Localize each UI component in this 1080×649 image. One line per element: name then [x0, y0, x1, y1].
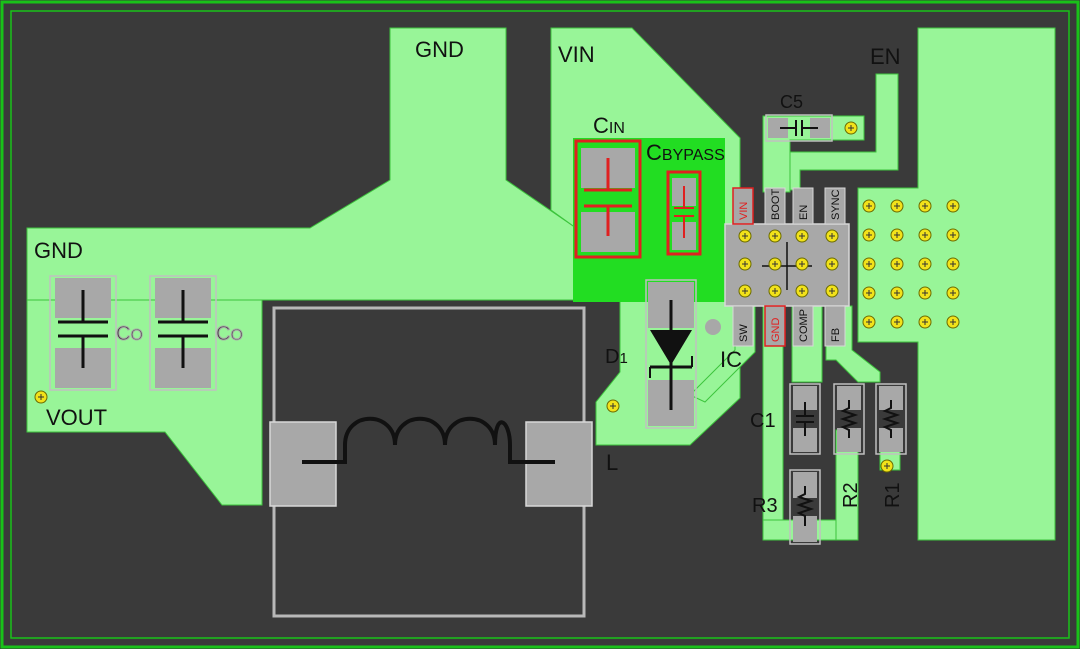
ic-pin-en: [792, 187, 814, 225]
via-crosshair: [894, 261, 900, 267]
gnd-right-pour: [857, 27, 1056, 541]
via-crosshair: [950, 261, 956, 267]
ic-label: IC: [720, 347, 742, 372]
r3-label: R3: [752, 495, 778, 517]
via-crosshair: [772, 233, 778, 239]
c5-label: C5: [780, 92, 803, 112]
ic-pin-label-sw: SW: [738, 324, 750, 342]
net-label-gnd-left: GND: [34, 238, 83, 263]
via-crosshair: [742, 233, 748, 239]
net-label-vin: VIN: [558, 42, 595, 67]
net-label-vout: VOUT: [46, 405, 107, 430]
r2-label: R2: [840, 482, 862, 508]
via-crosshair: [922, 319, 928, 325]
co1-label: CO: [116, 323, 143, 345]
via-crosshair: [829, 233, 835, 239]
via-crosshair: [866, 261, 872, 267]
r2-resistor: [833, 383, 865, 455]
via-crosshair: [799, 261, 805, 267]
cbypass-capacitor: [666, 170, 702, 256]
cbypass-label: CBYPASS: [646, 140, 725, 165]
l-label: L: [606, 450, 618, 475]
thermal-vias: [34, 121, 960, 473]
r1-resistor: [875, 383, 907, 455]
net-label-gnd-top: GND: [415, 37, 464, 62]
via-crosshair: [922, 261, 928, 267]
co-capacitor-1: [49, 275, 117, 391]
ic-pin-label-comp: COMP: [798, 309, 810, 342]
via-crosshair: [950, 319, 956, 325]
cin-label: CIN: [593, 113, 625, 138]
c1-capacitor: [789, 383, 821, 455]
via-crosshair: [950, 290, 956, 296]
via-crosshair: [772, 261, 778, 267]
via-crosshair: [884, 463, 890, 469]
c5-boot-trace: [762, 115, 865, 193]
inductor-symbol: [302, 416, 555, 464]
ic-pin-label-fb: FB: [830, 328, 842, 342]
via-crosshair: [866, 319, 872, 325]
via-crosshair: [610, 403, 616, 409]
via-crosshair: [866, 203, 872, 209]
cin-capacitor: [574, 139, 642, 259]
co-capacitor-2: [149, 275, 217, 391]
via-crosshair: [829, 288, 835, 294]
gnd-copper-pour: [26, 27, 577, 301]
via-crosshair: [866, 290, 872, 296]
ic-pin-fb: [824, 305, 846, 347]
ic-pin-comp: [792, 305, 814, 347]
via-crosshair: [922, 232, 928, 238]
via-crosshair: [922, 203, 928, 209]
via-crosshair: [848, 125, 854, 131]
ic-pin-boot: [764, 187, 786, 225]
ic-pin-label-en: EN: [798, 205, 810, 220]
via-crosshair: [38, 394, 44, 400]
ic-pin-vin: [732, 187, 754, 225]
ic-pin-sw: [732, 305, 754, 347]
board-inner-outline: [10, 10, 1070, 639]
c1-label: C1: [750, 410, 776, 432]
ic-pin-label-sync: SYNC: [830, 189, 842, 220]
via-crosshair: [742, 288, 748, 294]
ic-pin-label-gnd: GND: [770, 318, 782, 343]
via-crosshair: [799, 288, 805, 294]
ic-pin-gnd: [764, 305, 786, 347]
via-crosshair: [866, 232, 872, 238]
via-crosshair: [950, 203, 956, 209]
ic-pin-label-vin: VIN: [738, 202, 750, 220]
via-crosshair: [799, 233, 805, 239]
r3-resistor: [789, 469, 821, 545]
co2-label: CO: [216, 323, 243, 345]
ic-pin-sync: [824, 187, 846, 225]
c5-capacitor: [765, 114, 833, 142]
ic-pin-label-boot: BOOT: [770, 189, 782, 220]
via-crosshair: [894, 319, 900, 325]
net-label-en: EN: [870, 44, 901, 69]
via-crosshair: [922, 290, 928, 296]
via-crosshair: [772, 288, 778, 294]
r1-label: R1: [882, 482, 904, 508]
via-crosshair: [950, 232, 956, 238]
via-crosshair: [829, 261, 835, 267]
d1-label: D1: [605, 346, 628, 368]
d1-diode: [645, 279, 721, 429]
via-crosshair: [894, 203, 900, 209]
via-crosshair: [894, 290, 900, 296]
via-crosshair: [894, 232, 900, 238]
via-crosshair: [742, 261, 748, 267]
